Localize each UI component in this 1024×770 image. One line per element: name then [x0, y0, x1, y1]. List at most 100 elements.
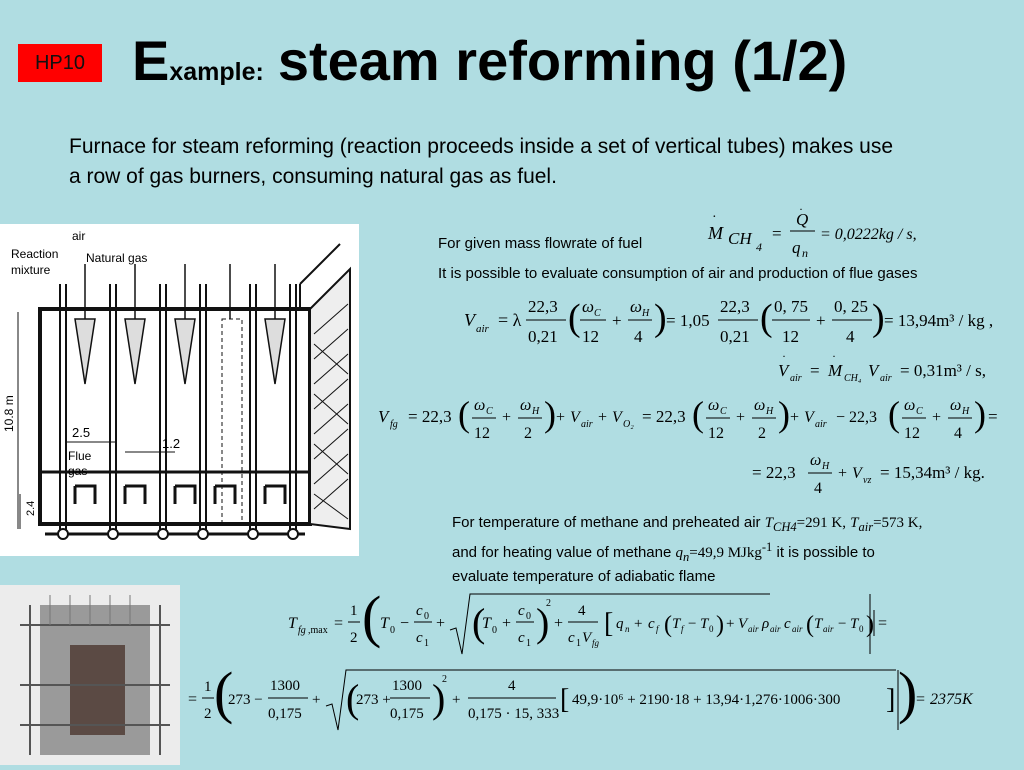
- numeric-terms: 49,9·10⁶ + 2190·18 + 13,94·1,276·1006·30…: [572, 692, 840, 708]
- svg-text:): ): [898, 664, 917, 725]
- svg-text:V: V: [570, 409, 582, 426]
- formula-fuel-flow: M · CH 4 = Q · q n = 0,0222kg / s,: [700, 202, 960, 270]
- svg-text:(: (: [664, 612, 672, 638]
- t-ch4-value: =291 K,: [796, 515, 846, 531]
- svg-text:+: +: [838, 465, 847, 482]
- t-air-value: =573 K,: [873, 515, 923, 531]
- svg-text:CH₄: CH₄: [844, 373, 862, 384]
- svg-text:air: air: [792, 624, 803, 634]
- svg-text:[: [: [560, 684, 569, 715]
- svg-text:air: air: [476, 323, 490, 335]
- svg-text:air: air: [581, 419, 593, 430]
- adiabatic-result: 2375K: [930, 691, 974, 708]
- svg-text:M: M: [707, 223, 724, 243]
- formula-vdot-air: V · air = M · CH₄ V air = 0,31m³ / s,: [776, 349, 1016, 393]
- svg-text:): ): [432, 676, 445, 721]
- svg-text:= 1,05: = 1,05: [666, 311, 710, 330]
- furnace-diagram: air Reaction mixture Natural gas 10.8 m …: [0, 224, 359, 556]
- svg-text:12: 12: [904, 425, 920, 442]
- svg-text:H: H: [641, 308, 650, 319]
- svg-text:12: 12: [474, 425, 490, 442]
- svg-text:+: +: [932, 409, 941, 426]
- svg-text:ω: ω: [810, 452, 821, 469]
- svg-text:): ): [654, 297, 667, 339]
- svg-text:T: T: [672, 616, 682, 632]
- possible-text: It is possible to evaluate consumption o…: [438, 265, 918, 282]
- svg-text:(: (: [806, 612, 814, 638]
- svg-text:ω: ω: [904, 397, 915, 414]
- formula-vfg-result: = 22,3 ω H 4 + V vz = 15,34m³ / kg.: [750, 450, 1020, 507]
- svg-text:=: =: [188, 691, 197, 708]
- svg-text:0,175 · 15, 333: 0,175 · 15, 333: [468, 706, 559, 722]
- svg-text:0: 0: [709, 624, 714, 634]
- svg-text:V: V: [378, 407, 391, 426]
- svg-text:0,175: 0,175: [390, 706, 424, 722]
- svg-text:V: V: [582, 630, 593, 646]
- svg-text:+: +: [612, 311, 622, 330]
- label-dim-12: 1.2: [162, 436, 180, 451]
- svg-text:4: 4: [634, 327, 643, 346]
- svg-text:c: c: [648, 616, 655, 632]
- svg-text:=: =: [916, 691, 925, 708]
- svg-text:=: =: [810, 361, 820, 380]
- svg-text:H: H: [961, 406, 970, 417]
- svg-text:4: 4: [846, 327, 855, 346]
- temperature-paragraph: For temperature of methane and preheated…: [452, 514, 923, 585]
- svg-text:4: 4: [508, 678, 516, 694]
- svg-text:0: 0: [492, 625, 497, 636]
- fuel-flow-result: = 0,0222kg / s,: [820, 226, 917, 243]
- svg-text:0: 0: [390, 625, 395, 636]
- svg-text:c: c: [518, 630, 525, 646]
- svg-text:·: ·: [782, 352, 786, 363]
- svg-text:c: c: [568, 630, 575, 646]
- svg-text:273 −: 273 −: [228, 692, 263, 708]
- svg-text:= 22,3: = 22,3: [408, 407, 452, 426]
- svg-text:= 22,3: = 22,3: [642, 407, 686, 426]
- label-gas: gas: [68, 464, 87, 478]
- svg-text:(: (: [214, 664, 233, 725]
- svg-text:=: =: [988, 407, 998, 426]
- svg-text:c: c: [416, 630, 423, 646]
- svg-text:(: (: [692, 394, 704, 434]
- svg-text:+: +: [736, 409, 745, 426]
- svg-text:4: 4: [756, 240, 762, 254]
- svg-text:2: 2: [758, 425, 766, 442]
- label-natural-gas: Natural gas: [86, 251, 147, 265]
- svg-text:T: T: [850, 616, 860, 632]
- svg-text:−: −: [400, 615, 409, 632]
- label-reaction: Reaction: [11, 247, 58, 261]
- svg-text:·: ·: [712, 210, 717, 225]
- svg-text:0,21: 0,21: [528, 327, 558, 346]
- svg-text:ω: ω: [708, 397, 719, 414]
- svg-text:): ): [716, 612, 724, 638]
- svg-text:air: air: [790, 373, 802, 384]
- svg-text:+: +: [502, 409, 511, 426]
- svg-text:T: T: [814, 616, 824, 632]
- svg-text:= λ: = λ: [498, 310, 522, 330]
- svg-text:273 +: 273 +: [356, 692, 391, 708]
- svg-text:ω: ω: [582, 297, 594, 316]
- svg-text:c: c: [784, 616, 791, 632]
- svg-text:(: (: [888, 394, 900, 434]
- svg-text:fg: fg: [592, 638, 600, 648]
- svg-text:·: ·: [832, 352, 836, 363]
- label-air: air: [72, 229, 85, 243]
- slide-badge: HP10: [18, 44, 102, 82]
- svg-text:2: 2: [204, 706, 212, 722]
- svg-text:1: 1: [204, 679, 212, 695]
- svg-text:C: C: [720, 406, 727, 417]
- svg-text:− 22,3: − 22,3: [836, 409, 877, 426]
- para2-line3: evaluate temperature of adiabatic flame: [452, 568, 716, 585]
- svg-text:4: 4: [954, 425, 962, 442]
- svg-text:1: 1: [576, 638, 581, 649]
- svg-text:V: V: [778, 361, 791, 380]
- svg-text:fg: fg: [390, 419, 398, 430]
- svg-text:n: n: [625, 624, 630, 634]
- para2-line2: and for heating value of methane: [452, 544, 676, 561]
- label-flue: Flue: [68, 449, 92, 463]
- qn-exponent: -1: [761, 540, 773, 554]
- svg-text:1300: 1300: [392, 678, 422, 694]
- svg-text:+: +: [726, 616, 734, 632]
- svg-text:(: (: [760, 297, 773, 339]
- svg-text:0: 0: [526, 611, 531, 622]
